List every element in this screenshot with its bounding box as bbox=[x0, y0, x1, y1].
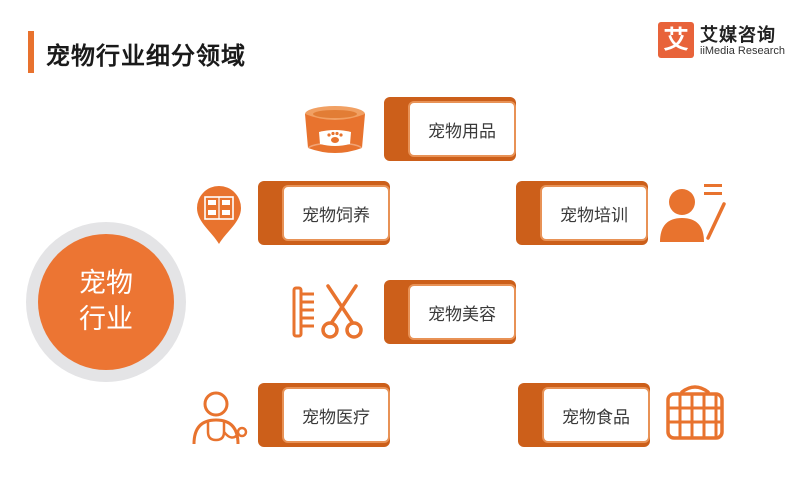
segment-label: 宠物用品 bbox=[408, 101, 516, 157]
segment-label: 宠物饲养 bbox=[282, 185, 390, 241]
page-title: 宠物行业细分领域 bbox=[46, 42, 246, 70]
stethoscope-icon bbox=[192, 391, 248, 445]
iimedia-logo: 艾 艾媒咨询 iiMedia Research bbox=[658, 22, 788, 62]
logo-name-cn: 艾媒咨询 bbox=[700, 25, 776, 46]
hub-line-1: 宠物 bbox=[79, 268, 133, 299]
pet-carrier-icon bbox=[666, 385, 724, 440]
segment-card-food: 宠物食品 bbox=[518, 383, 650, 447]
hub-circle: 宠物 行业 bbox=[38, 234, 174, 370]
segment-card-training: 宠物培训 bbox=[516, 181, 648, 245]
feeding-location-icon bbox=[197, 186, 241, 244]
pet-bowl-icon bbox=[305, 106, 365, 156]
segment-card-medical: 宠物医疗 bbox=[258, 383, 390, 447]
title-accent-bar bbox=[28, 31, 34, 73]
comb-scissors-icon bbox=[292, 284, 363, 339]
hub-line-2: 行业 bbox=[79, 304, 133, 335]
segment-card-feeding: 宠物饲养 bbox=[258, 181, 390, 245]
segment-card-grooming: 宠物美容 bbox=[384, 280, 516, 344]
logo-mark: 艾 bbox=[658, 22, 694, 58]
segment-label: 宠物食品 bbox=[542, 387, 650, 443]
segment-label: 宠物美容 bbox=[408, 284, 516, 340]
segment-card-supplies: 宠物用品 bbox=[384, 97, 516, 161]
segment-label: 宠物医疗 bbox=[282, 387, 390, 443]
logo-name-en: iiMedia Research bbox=[700, 45, 785, 57]
trainer-icon bbox=[660, 184, 726, 242]
segment-label: 宠物培训 bbox=[540, 185, 648, 241]
